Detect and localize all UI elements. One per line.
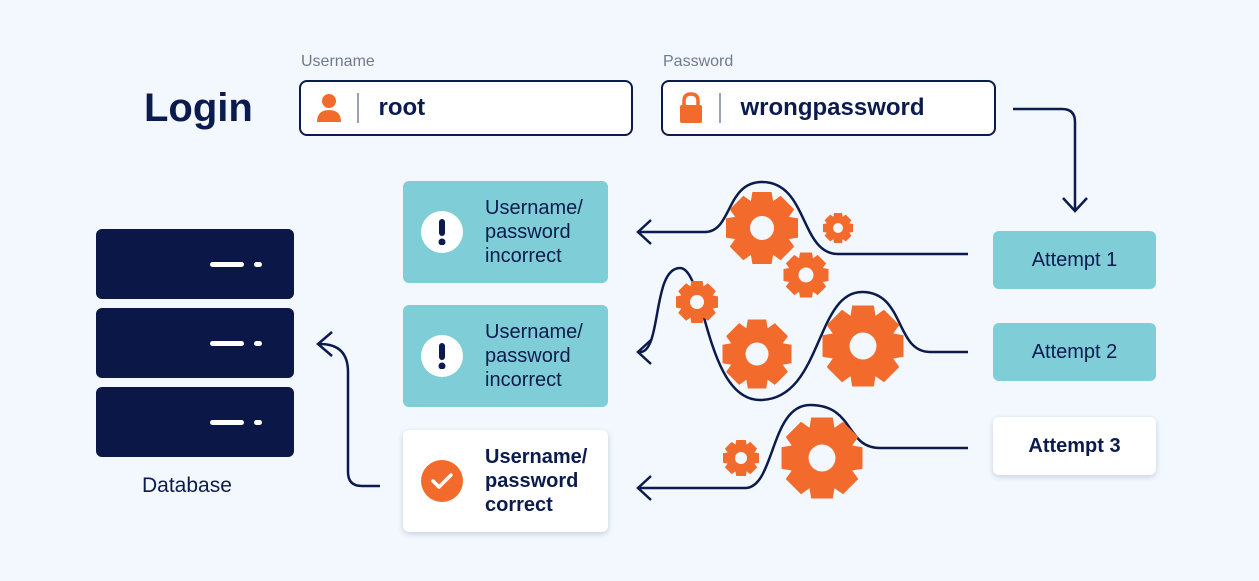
- connector-attempt1: [640, 180, 968, 256]
- gear-icon: [823, 213, 853, 243]
- gear-icon: [723, 440, 759, 476]
- attempt-1: Attempt 1: [993, 231, 1156, 289]
- database-server-unit: [96, 308, 294, 378]
- gear-icon: [723, 320, 792, 389]
- result-box-3: Username/ password correct: [403, 430, 608, 532]
- password-value: wrongpassword: [740, 94, 925, 121]
- login-title: Login: [144, 86, 253, 130]
- result-box-1: Username/ password incorrect: [403, 181, 608, 283]
- database-server-unit: [96, 387, 294, 457]
- result-box-2: Username/ password incorrect: [403, 305, 608, 407]
- username-value: root: [378, 94, 426, 121]
- attempt-2: Attempt 2: [993, 323, 1156, 381]
- database-server-unit: [96, 229, 294, 299]
- connector-result-to-database: [319, 342, 380, 488]
- connector-attempt3: [640, 403, 968, 490]
- gear-icon: [676, 281, 718, 323]
- check-icon: [421, 460, 463, 502]
- connector-password-to-attempt1: [1013, 107, 1077, 210]
- gear-icon: [823, 306, 904, 387]
- gear-icon: [784, 253, 829, 298]
- connector-attempt2: [639, 266, 968, 402]
- result-text: Username/ password incorrect: [485, 197, 583, 267]
- result-text: Username/ password incorrect: [485, 321, 583, 391]
- arrowhead-left: [636, 219, 652, 245]
- database-label: Database: [142, 474, 232, 497]
- field-divider: [357, 93, 359, 123]
- username-field[interactable]: root: [299, 80, 633, 136]
- gear-icon: [782, 418, 863, 499]
- gear-icon: [726, 192, 798, 264]
- exclamation-icon: [421, 211, 463, 253]
- arrowhead-down: [1062, 197, 1088, 213]
- lock-icon: [663, 92, 719, 124]
- attempt-3: Attempt 3: [993, 417, 1156, 475]
- user-icon: [301, 93, 357, 123]
- result-text: Username/ password correct: [485, 446, 588, 516]
- exclamation-icon: [421, 335, 463, 377]
- arrowhead-left: [636, 339, 652, 365]
- password-label: Password: [663, 53, 734, 70]
- username-label: Username: [301, 53, 375, 70]
- password-field[interactable]: wrongpassword: [661, 80, 996, 136]
- arrowhead-left: [636, 475, 652, 501]
- field-divider: [719, 93, 721, 123]
- arrowhead-left: [316, 331, 333, 357]
